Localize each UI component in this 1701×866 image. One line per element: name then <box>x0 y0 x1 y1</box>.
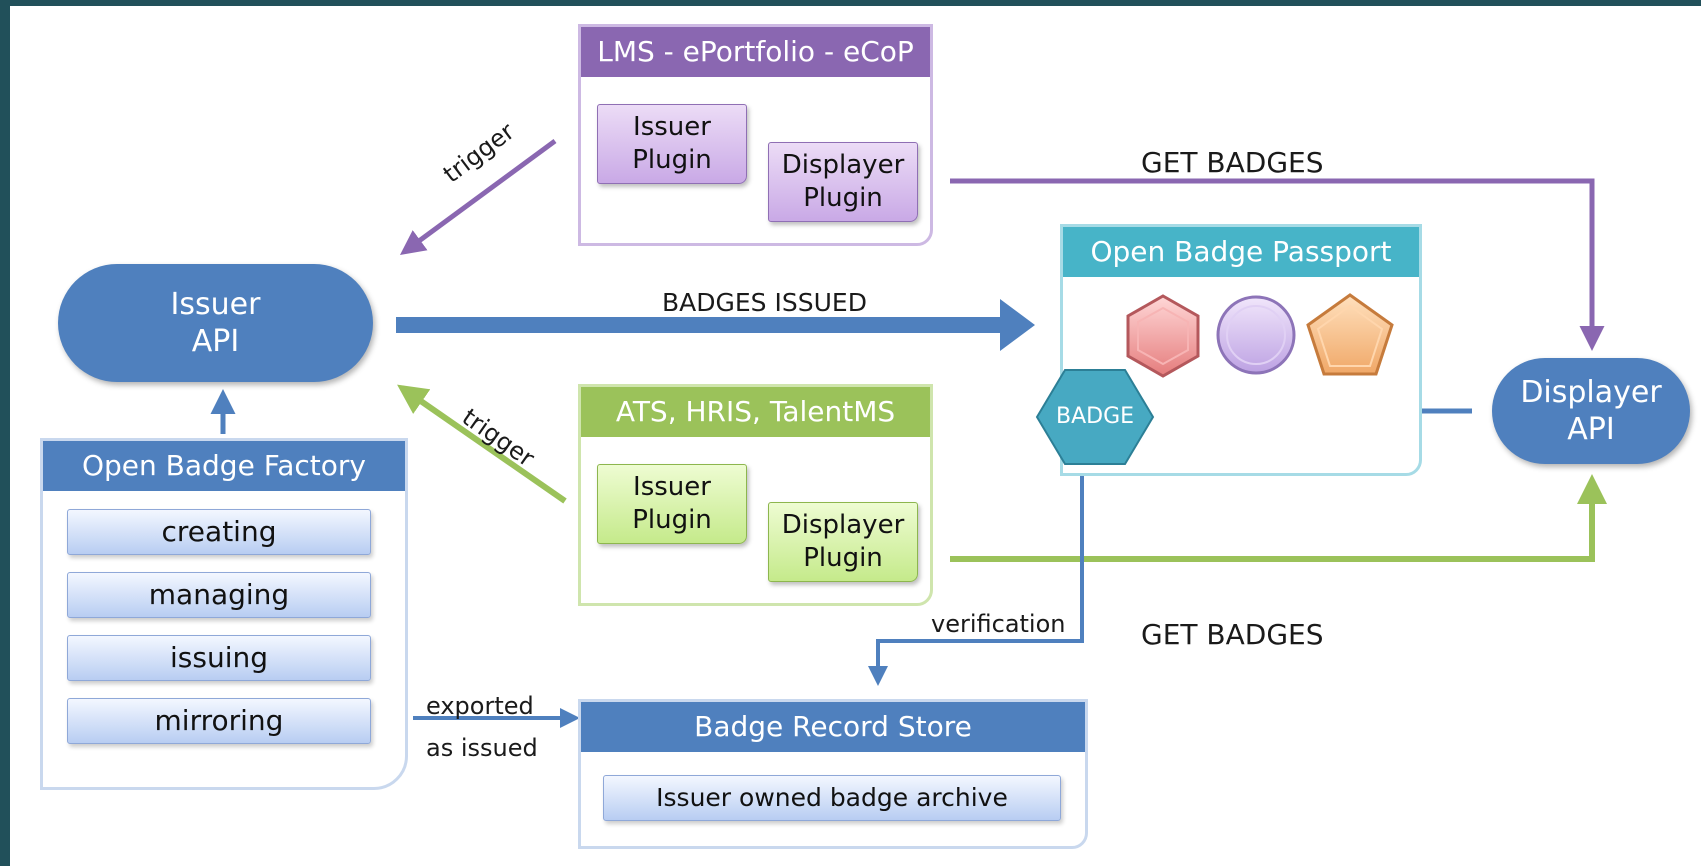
lms-displayer-plugin: Displayer Plugin <box>768 142 918 222</box>
ats-box: ATS, HRIS, TalentMS Issuer Plugin Displa… <box>578 384 933 606</box>
trigger-arrow-bottom <box>397 384 567 504</box>
factory-box: Open Badge Factory creating managing iss… <box>40 438 408 790</box>
passport-box: Open Badge Passport <box>1060 224 1422 476</box>
get-badges-top-arrow <box>950 178 1605 351</box>
ats-box-title: ATS, HRIS, TalentMS <box>581 387 930 437</box>
trigger-arrow-top <box>399 138 557 255</box>
get-badges-top-label: GET BADGES <box>1141 146 1324 179</box>
factory-box-title: Open Badge Factory <box>43 441 405 491</box>
verification-arrow <box>868 472 1084 686</box>
badge-hexagon-icon <box>1035 369 1155 465</box>
get-badges-bottom-arrow <box>950 474 1607 562</box>
factory-item-issuing: issuing <box>67 635 371 681</box>
as-issued-label: as issued <box>426 734 538 762</box>
hexagon-badge-icon <box>1126 294 1200 378</box>
verification-label: verification <box>931 610 1066 638</box>
record-store-archive: Issuer owned badge archive <box>603 775 1061 821</box>
factory-item-managing: managing <box>67 572 371 618</box>
ats-issuer-plugin: Issuer Plugin <box>597 464 747 544</box>
record-store-title: Badge Record Store <box>581 702 1085 752</box>
ats-displayer-plugin: Displayer Plugin <box>768 502 918 582</box>
passport-box-title: Open Badge Passport <box>1063 227 1419 277</box>
circle-badge-icon <box>1216 295 1296 375</box>
factory-item-mirroring: mirroring <box>67 698 371 744</box>
badges-issued-arrow <box>396 299 1035 351</box>
badge-hexagon-label: BADGE <box>1055 404 1135 429</box>
lms-box: LMS - ePortfolio - eCoP Issuer Plugin Di… <box>578 24 933 246</box>
get-badges-bottom-label: GET BADGES <box>1141 618 1324 651</box>
record-store-box: Badge Record Store Issuer owned badge ar… <box>578 699 1088 849</box>
exported-label: exported <box>426 692 534 720</box>
lms-issuer-plugin: Issuer Plugin <box>597 104 747 184</box>
badge-shapes <box>1126 293 1394 378</box>
lms-box-title: LMS - ePortfolio - eCoP <box>581 27 930 77</box>
pentagon-badge-icon <box>1306 293 1394 376</box>
factory-item-creating: creating <box>67 509 371 555</box>
diagram-canvas: LMS - ePortfolio - eCoP Issuer Plugin Di… <box>10 6 1701 866</box>
badges-issued-label: BADGES ISSUED <box>662 288 867 317</box>
badge-hexagon: BADGE <box>1035 368 1155 466</box>
issuer-api-node: Issuer API <box>58 264 373 382</box>
displayer-api-node: Displayer API <box>1492 358 1690 464</box>
